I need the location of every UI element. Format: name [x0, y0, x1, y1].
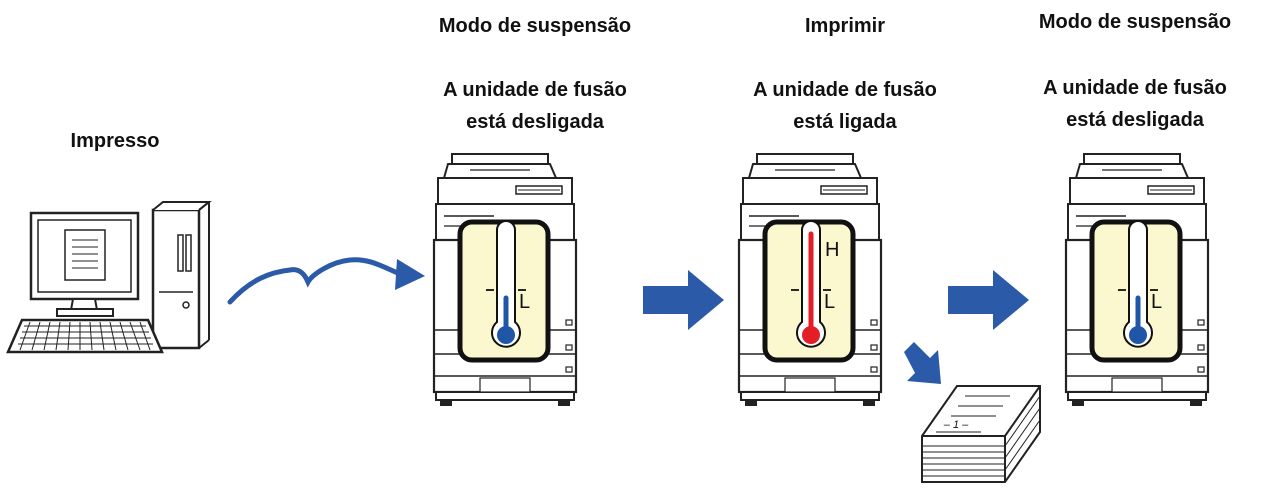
process-arrow-icon: [643, 270, 724, 330]
thermo-low-mark: L: [519, 291, 530, 313]
pc-label: Impresso: [70, 130, 160, 152]
thermo-low-mark: L: [824, 291, 835, 313]
paper-page-label: – 1 –: [943, 419, 969, 431]
thermo-low-mark: L: [1151, 291, 1162, 313]
stage-2-mode: Imprimir: [804, 15, 886, 37]
paper-stack-icon: – 1 –: [921, 385, 1041, 483]
stage-1-mode: Modo de suspensão: [438, 15, 632, 37]
stage-1-status-line2: está desligada: [466, 111, 604, 133]
computer-icon: [6, 201, 212, 354]
stage-3-status-line2: está desligada: [1066, 109, 1204, 131]
stage-3-mode: Modo de suspensão: [1038, 11, 1232, 33]
stage-2-status-line1: A unidade de fusão: [753, 79, 937, 101]
stage-3-status-line1: A unidade de fusão: [1043, 77, 1227, 99]
output-arrow-icon: [904, 342, 941, 384]
stage-1-status-line1: A unidade de fusão: [443, 79, 627, 101]
thermo-high-mark: H: [825, 239, 839, 261]
stage-2-status-line2: está ligada: [793, 111, 897, 133]
printer-icon: L: [434, 154, 576, 406]
process-arrow-icon: [948, 270, 1029, 330]
printer-icon: L: [1066, 154, 1208, 406]
printer-icon: L H: [739, 154, 881, 406]
transmission-arrow-icon: [227, 257, 425, 305]
